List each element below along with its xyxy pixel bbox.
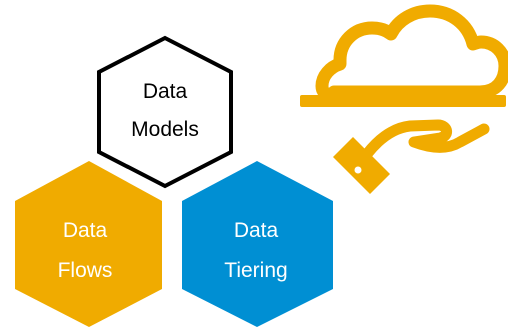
hand-icon xyxy=(361,119,490,160)
cloud-icon xyxy=(315,4,508,99)
hexagon-data-flows-shape xyxy=(15,161,162,327)
hexagon-data-tiering-line1: Data xyxy=(234,219,279,242)
hexagon-data-models-shape xyxy=(97,35,233,189)
hexagon-data-models: Data Models xyxy=(97,35,233,189)
hexagon-data-models-line2: Models xyxy=(131,118,199,141)
cuff-button-icon xyxy=(354,166,362,174)
hexagon-data-flows-line2: Flows xyxy=(58,259,113,282)
tray-bar xyxy=(300,95,506,107)
hexagon-data-tiering-line2: Tiering xyxy=(224,259,287,282)
hexagon-data-flows: Data Flows xyxy=(15,161,162,327)
hexagon-data-tiering-shape xyxy=(182,161,333,327)
hand-cuff-icon xyxy=(333,137,390,194)
hexagon-data-flows-line1: Data xyxy=(63,219,108,242)
hexagon-data-tiering: Data Tiering xyxy=(182,161,333,327)
hexagon-data-models-line1: Data xyxy=(143,80,188,103)
cloud-in-hand-icon xyxy=(300,4,508,194)
